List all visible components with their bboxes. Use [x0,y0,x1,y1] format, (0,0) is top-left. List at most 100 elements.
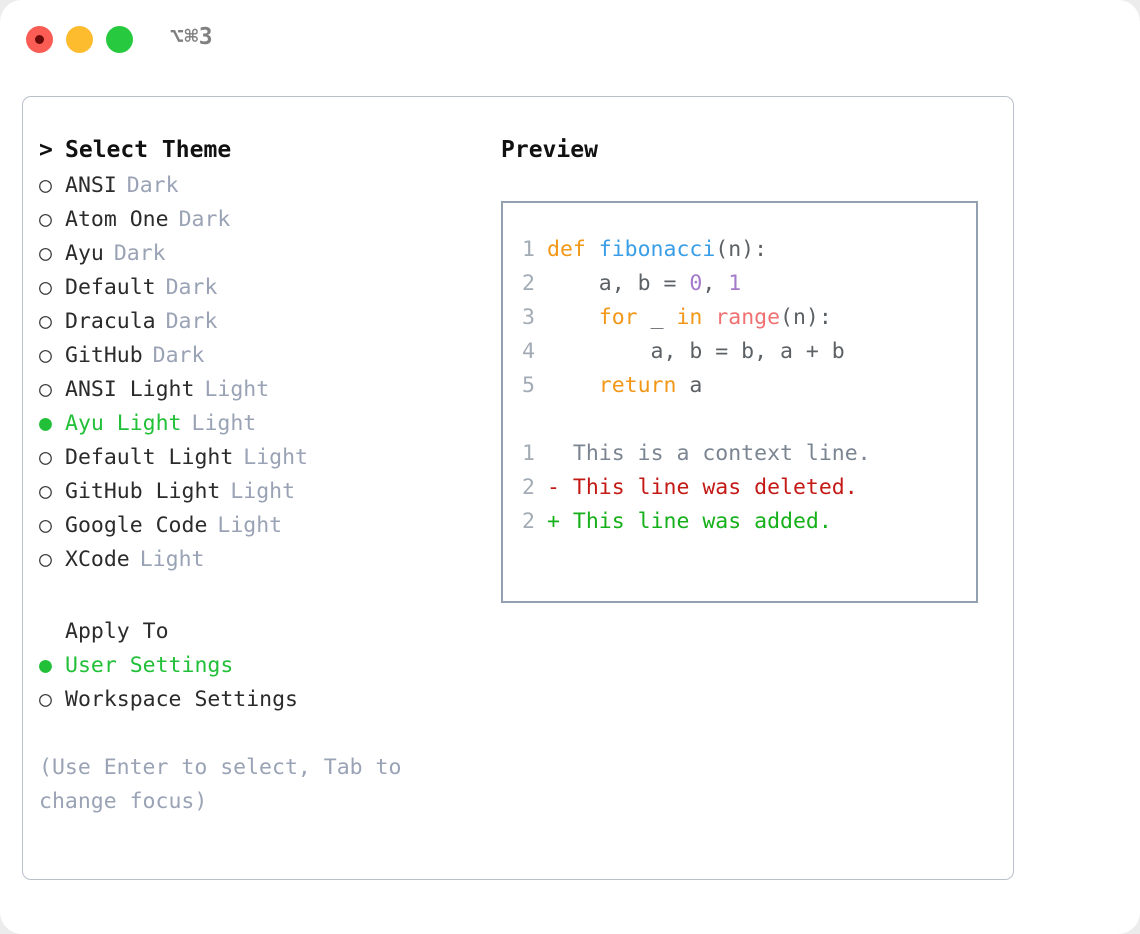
spacer [517,407,976,441]
line-number: 3 [522,305,535,330]
radio-unselected-icon: ○ [39,547,52,572]
line-number: 1 [522,237,535,262]
theme-name: GitHub [65,343,143,368]
minimize-button[interactable] [66,26,93,53]
theme-list-item[interactable]: ○ GitHub Dark [39,343,479,377]
theme-variant-badge: Dark [165,275,218,300]
theme-variant-badge: Light [191,411,257,436]
prompt-caret-icon: > [39,137,53,163]
theme-variant-badge: Light [204,377,270,402]
theme-name: Atom One [65,207,169,232]
title-bar: ⌥⌘3 [0,0,1140,78]
theme-name: Default [65,275,156,300]
code-token [702,305,715,330]
radio-unselected-icon: ○ [39,309,52,334]
theme-variant-badge: Dark [178,207,231,232]
code-token: return [598,373,677,398]
line-number: 4 [522,339,535,364]
diff-content: This line was added. [572,509,832,534]
select-theme-title: Select Theme [65,137,232,163]
theme-variant-badge: Dark [152,343,205,368]
diff-line: 2 + This line was added. [517,509,976,543]
code-text: def fibonacci(n): [547,237,767,262]
code-line: 4 a, b = b, a + b [517,339,976,373]
recording-indicator-icon [35,35,44,44]
code-token: a [676,373,703,398]
code-text: a, b = 0, 1 [547,271,741,296]
radio-unselected-icon: ○ [39,207,52,232]
theme-list-item[interactable]: ○ ANSI Light Light [39,377,479,411]
keyboard-shortcut-label: ⌥⌘3 [170,24,214,50]
preview-title: Preview [501,137,598,163]
theme-list-item[interactable]: ○ Ayu Dark [39,241,479,275]
maximize-button[interactable] [106,26,133,53]
radio-unselected-icon: ○ [39,343,52,368]
radio-unselected-icon: ○ [39,241,52,266]
line-number: 5 [522,373,535,398]
apply-to-item[interactable]: ○Workspace Settings [39,687,479,721]
diff-content: This is a context line. [572,441,871,466]
code-token: def [547,237,599,262]
theme-name: Google Code [65,513,208,538]
diff-line: 1 This is a context line. [517,441,976,475]
code-token: 0 [689,271,703,296]
theme-variant-badge: Light [230,479,296,504]
code-token: 1 [728,271,742,296]
diff-sign [547,441,560,466]
apply-to-item[interactable]: ●User Settings [39,653,479,687]
theme-name: Ayu [65,241,104,266]
diff-text: - This line was deleted. [547,475,858,500]
code-token: a, b = b, a + b [547,339,845,364]
theme-variant-badge: Dark [113,241,166,266]
radio-unselected-icon: ○ [39,445,52,470]
apply-to-title: Apply To [65,619,169,644]
radio-unselected-icon: ○ [39,513,52,538]
code-text: a, b = b, a + b [547,339,845,364]
line-number: 1 [522,441,535,466]
diff-line: 2- This line was deleted. [517,475,976,509]
theme-variant-badge: Light [139,547,205,572]
diff-sample: 1 This is a context line.2- This line wa… [517,441,976,543]
diff-sign: + [547,509,560,534]
theme-list-item[interactable]: ● Ayu Light Light [39,411,479,445]
code-token: (n): [780,305,832,330]
code-token: a, b = [547,271,690,296]
code-text: return a [547,373,703,398]
radio-unselected-icon: ○ [39,377,52,402]
diff-content: This line was deleted. [572,475,858,500]
diff-text: This is a context line. [547,441,871,466]
theme-name: ANSI Light [65,377,195,402]
apply-to-indent [39,619,65,644]
line-number: 2 [522,475,535,500]
theme-list-item[interactable]: ○ Atom One Dark [39,207,479,241]
theme-list-item[interactable]: ○ XCode Light [39,547,479,581]
close-button[interactable] [26,26,53,53]
theme-name: Default Light [65,445,234,470]
code-token: in [676,305,703,330]
code-token [547,305,599,330]
code-token [547,373,599,398]
radio-unselected-icon: ○ [39,479,52,504]
theme-list-item[interactable]: ○ GitHub Light Light [39,479,479,513]
theme-name: XCode [65,547,130,572]
apply-to-label: Workspace Settings [65,687,298,712]
code-line: 2 a, b = 0, 1 [517,271,976,305]
theme-name: ANSI [65,173,117,198]
spacer [39,581,479,619]
line-number: 2 [522,509,535,534]
theme-name: Dracula [65,309,156,334]
theme-name: Ayu Light [65,411,182,436]
code-token: range [715,305,781,330]
diff-sign: - [547,475,560,500]
theme-name: GitHub Light [65,479,221,504]
radio-selected-icon: ● [39,411,52,436]
line-number: 2 [522,271,535,296]
